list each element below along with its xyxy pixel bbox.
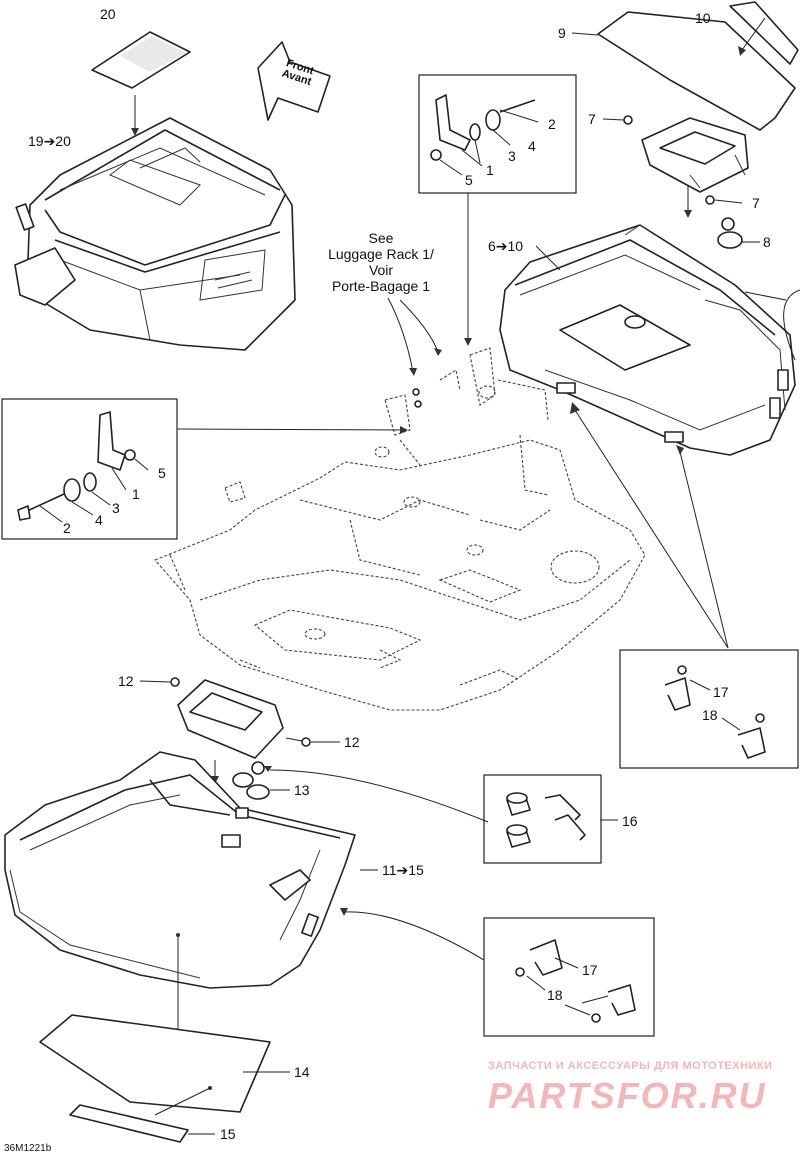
callout-19-20: 19➔20 [28, 133, 71, 149]
watermark-logo: PARTSFOR.RU [488, 1075, 767, 1116]
callout-10-top: 10 [695, 10, 711, 26]
callout-14: 14 [294, 1064, 310, 1080]
callout-2-top: 2 [548, 116, 556, 132]
side-case-left [4, 751, 378, 1085]
callout-13: 13 [294, 782, 310, 798]
callout-2-left: 2 [63, 520, 71, 536]
frame-hardware [374, 347, 549, 458]
callout-3-left: 3 [112, 500, 120, 516]
callout-7-top: 7 [588, 111, 596, 127]
hardware-box-left [1, 398, 408, 540]
lock-8 [717, 217, 760, 249]
callout-12-right: 12 [344, 734, 360, 750]
figure-code: 36M1221b [4, 1143, 52, 1154]
reference-note-line1: See [368, 230, 394, 246]
callout-18-upper: 18 [702, 707, 718, 723]
callout-12-top: 12 [118, 673, 134, 689]
callout-5-top: 5 [465, 172, 473, 188]
callout-15: 15 [220, 1126, 236, 1142]
decal-15 [69, 1087, 215, 1143]
reference-leaders [387, 297, 442, 376]
hardware-box-upper [418, 74, 577, 346]
callout-1-left: 1 [132, 486, 140, 502]
callout-17-lower: 17 [582, 962, 598, 978]
callout-3-top: 3 [508, 148, 516, 164]
lock-13 [232, 761, 489, 823]
front-arrow [257, 41, 331, 121]
decal-20 [91, 31, 191, 136]
reference-note-line2: Luggage Rack 1/ [328, 246, 434, 262]
window-14 [39, 1014, 290, 1113]
vehicle-frame [154, 434, 646, 711]
reference-note-line3: Voir [368, 262, 394, 278]
callout-6-10: 6➔10 [488, 238, 524, 254]
reference-note-line4: Porte-Bagage 1 [331, 278, 431, 294]
callout-9: 9 [558, 25, 566, 41]
callout-20: 20 [100, 6, 116, 22]
callout-4-top: 4 [528, 138, 536, 154]
bracket-12 [139, 677, 340, 784]
callout-7-right: 7 [752, 195, 760, 211]
callout-11-15: 11➔15 [382, 862, 424, 878]
reference-note: See Luggage Rack 1/ Voir Porte-Bagage 1 [306, 230, 456, 294]
callout-16: 16 [622, 813, 638, 829]
callout-18-lower: 18 [547, 987, 563, 1003]
clips-box-upper [619, 649, 799, 769]
top-case [14, 117, 296, 351]
bracket-7 [602, 115, 749, 218]
callout-8: 8 [763, 234, 771, 250]
side-case-right [499, 224, 796, 456]
watermark-tagline: ЗАПЧАСТИ И АКСЕССУАРЫ ДЛЯ МОТОТЕХНИКИ [488, 1060, 773, 1072]
clips-box-lower [340, 908, 655, 1037]
callout-17-upper: 17 [713, 684, 729, 700]
callout-4-left: 4 [95, 512, 103, 528]
clip-leaders [570, 289, 800, 649]
window-9 [571, 1, 799, 131]
callout-1-top: 1 [486, 162, 494, 178]
callout-5-left: 5 [158, 465, 166, 481]
keys-box [483, 774, 618, 864]
